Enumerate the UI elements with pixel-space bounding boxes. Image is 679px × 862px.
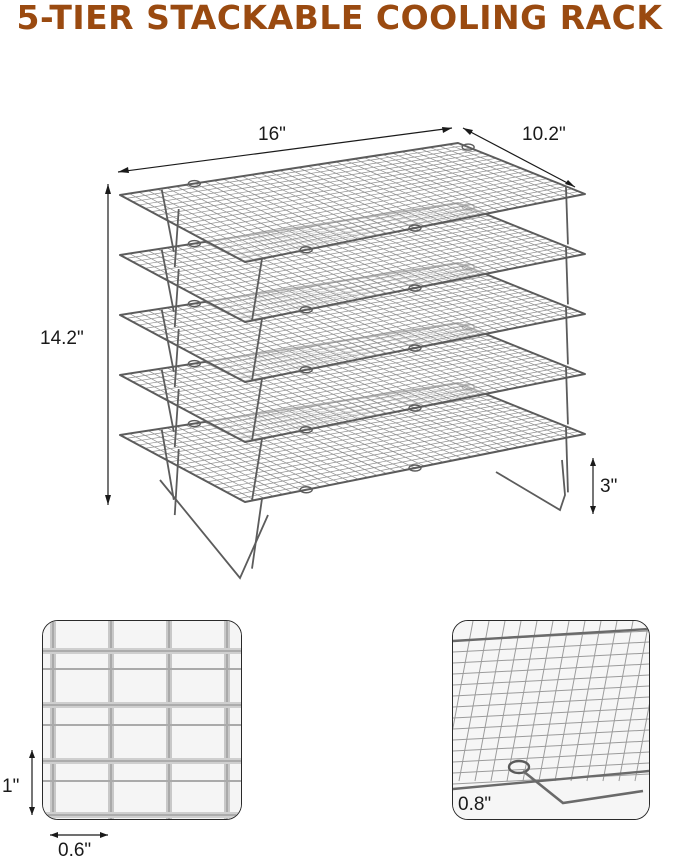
tier-spacing-label: 3"	[600, 476, 618, 497]
grid-closeup-image	[43, 621, 241, 819]
rack-tier	[119, 262, 586, 441]
width-dimension-label: 10.2"	[522, 124, 566, 145]
grid-height-label: 1"	[2, 776, 20, 797]
foot-closeup-panel	[452, 620, 650, 820]
foot-closeup-image	[453, 621, 649, 819]
grid-width-label: 0.6"	[58, 840, 92, 861]
stacked-rack-illustration	[119, 142, 586, 580]
rack-feet	[159, 459, 566, 580]
length-dimension-label: 16"	[258, 124, 286, 145]
height-dimension-label: 14.2"	[40, 328, 84, 349]
grid-closeup-panel	[42, 620, 242, 820]
product-title: 5-TIER STACKABLE COOLING RACK	[16, 0, 663, 37]
foot-height-label: 0.8"	[458, 794, 492, 815]
